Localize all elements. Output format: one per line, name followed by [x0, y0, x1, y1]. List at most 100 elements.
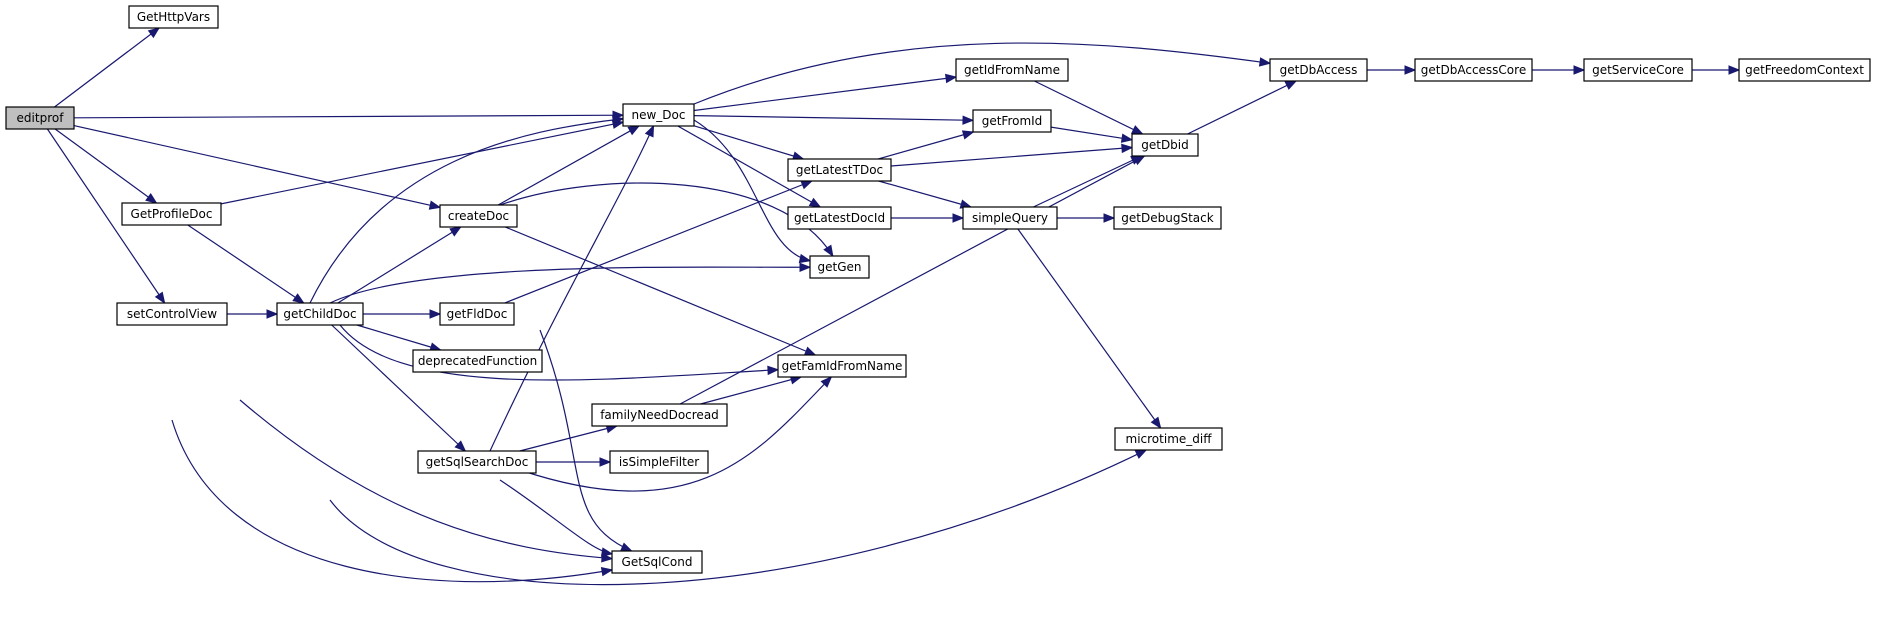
node-box [439, 204, 518, 228]
arrowhead [145, 193, 158, 204]
arrowhead [147, 27, 161, 39]
node-box [121, 202, 222, 226]
edge-line [46, 128, 166, 304]
edge-createDoc-to-new_Doc [497, 125, 641, 206]
node-getGen[interactable]: getGen [809, 255, 870, 279]
node-label: getFreedomContext [1745, 63, 1864, 77]
edge-line [497, 125, 640, 206]
node-getDebugStack[interactable]: getDebugStack [1113, 206, 1222, 230]
node-label: getDebugStack [1121, 211, 1213, 225]
edge-line [489, 125, 655, 452]
edge-editprof-to-setControlView [46, 128, 166, 305]
node-box [417, 450, 537, 474]
arrowhead [767, 365, 780, 376]
node-box [622, 103, 695, 127]
node-GetHttpVars[interactable]: GetHttpVars [128, 5, 219, 29]
node-box [5, 106, 75, 130]
node-getDbid[interactable]: getDbid [1131, 133, 1199, 157]
node-label: microtime_diff [1126, 432, 1213, 446]
edge-getServiceCore-to-getFreedomContext [1692, 65, 1741, 75]
edge-familyNeedDocread-to-getDbid [679, 155, 1146, 405]
edge-line [329, 449, 1147, 586]
edge-line [187, 224, 305, 304]
edge-line [1187, 80, 1297, 135]
node-box [955, 58, 1069, 82]
edge-line [1034, 80, 1143, 135]
node-isSimpleFilter[interactable]: isSimpleFilter [609, 450, 709, 474]
edge-GetProfileDoc-to-new_Doc [220, 119, 625, 205]
edge-getSqlSearchDoc-to-getFamIdFromName [519, 376, 833, 492]
node-box [591, 403, 728, 427]
node-getChildDoc[interactable]: getChildDoc [276, 302, 364, 326]
edge-line [519, 376, 832, 492]
edge-line [504, 180, 813, 304]
edge-line [309, 118, 624, 304]
node-getDbAccessCore[interactable]: getDbAccessCore [1414, 58, 1533, 82]
edge-createDoc-to-getFamIdFromName [504, 226, 817, 356]
node-getLatestDocId[interactable]: getLatestDocId [787, 206, 892, 230]
node-deprecatedFunction[interactable]: deprecatedFunction [412, 349, 543, 373]
edge-line [700, 376, 802, 405]
node-getFldDoc[interactable]: getFldDoc [439, 302, 515, 326]
arrowhead [1103, 213, 1116, 223]
node-label: getServiceCore [1592, 63, 1684, 77]
node-simpleQuery[interactable]: simpleQuery [962, 206, 1058, 230]
arrowhead [449, 226, 462, 237]
edge-getChildDoc-to-microtime_diff [329, 449, 1148, 586]
edge-setControlView-to-GetSqlCond [171, 419, 614, 583]
arrowhead [600, 567, 614, 577]
node-familyNeedDocread[interactable]: familyNeedDocread [591, 403, 728, 427]
edge-new_Doc-to-getFromId [693, 115, 975, 125]
node-getIdFromName[interactable]: getIdFromName [955, 58, 1069, 82]
node-box [611, 550, 703, 574]
node-box [809, 255, 870, 279]
edge-line [878, 180, 972, 208]
node-label: simpleQuery [972, 211, 1048, 225]
node-label: getIdFromName [964, 63, 1060, 77]
arrowhead [429, 309, 442, 319]
node-label: setControlView [127, 307, 217, 321]
node-getSqlSearchDoc[interactable]: getSqlSearchDoc [417, 450, 537, 474]
arrowhead [1131, 125, 1144, 135]
edge-line [693, 119, 811, 262]
node-GetSqlCond[interactable]: GetSqlCond [611, 550, 703, 574]
node-label: GetHttpVars [137, 10, 210, 24]
edge-line [519, 425, 617, 452]
node-getFamIdFromName[interactable]: getFamIdFromName [777, 354, 907, 378]
node-createDoc[interactable]: createDoc [439, 204, 518, 228]
node-microtime_diff[interactable]: microtime_diff [1114, 427, 1223, 451]
edge-editprof-to-GetProfileDoc [54, 128, 158, 204]
node-getDbAccess[interactable]: getDbAccess [1269, 58, 1368, 82]
edge-line [504, 226, 816, 356]
node-box [787, 206, 892, 230]
node-label: getFamIdFromName [782, 359, 903, 373]
arrowhead [1120, 133, 1134, 143]
edge-getChildDoc-to-createDoc [337, 226, 462, 304]
edge-line [499, 479, 613, 555]
node-getFreedomContext[interactable]: getFreedomContext [1738, 58, 1871, 82]
node-editprof[interactable]: editprof [5, 106, 75, 130]
edge-line [1050, 126, 1133, 141]
edge-new_Doc-to-getDbAccess [693, 42, 1272, 105]
edge-line [677, 125, 821, 208]
edge-line [1033, 155, 1142, 208]
edge-line [356, 324, 441, 351]
node-label: getDbid [1141, 138, 1189, 152]
edge-line [539, 329, 632, 552]
node-getServiceCore[interactable]: getServiceCore [1583, 58, 1693, 82]
node-box [439, 302, 515, 326]
arrowhead [820, 376, 833, 388]
node-getFromId[interactable]: getFromId [972, 109, 1052, 133]
node-new_Doc[interactable]: new_Doc [622, 103, 695, 127]
arrowhead [1150, 416, 1162, 430]
edge-getChildDoc-to-getSqlSearchDoc [331, 324, 467, 452]
node-label: getLatestDocId [794, 211, 885, 225]
node-setControlView[interactable]: setControlView [116, 302, 228, 326]
node-getLatestTDoc[interactable]: getLatestTDoc [787, 158, 892, 182]
edge-getChildDoc-to-deprecatedFunction [356, 324, 442, 352]
arrowhead [154, 291, 166, 305]
node-label: deprecatedFunction [418, 354, 537, 368]
node-GetProfileDoc[interactable]: GetProfileDoc [121, 202, 222, 226]
